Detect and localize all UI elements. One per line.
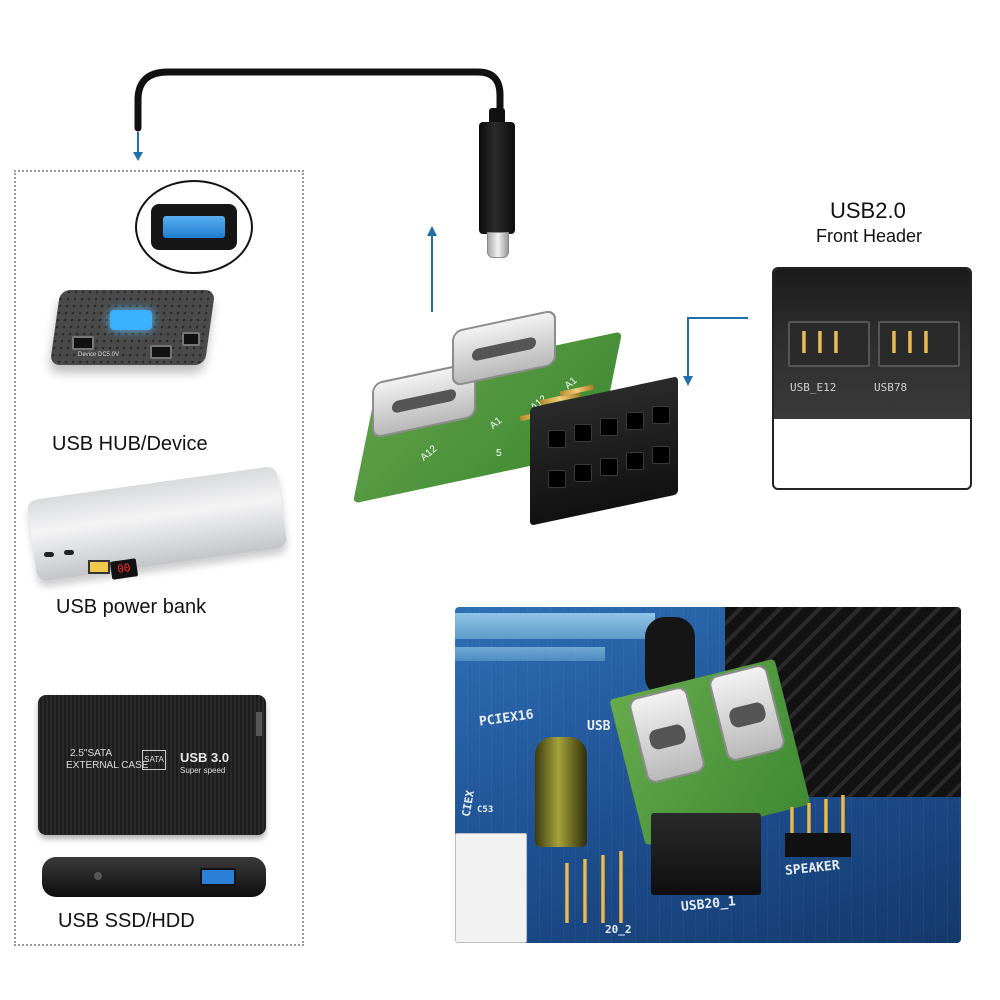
pcie-slot xyxy=(455,647,605,661)
hub-port xyxy=(182,332,200,346)
pb-port-icon xyxy=(64,550,74,555)
header-pin xyxy=(824,799,828,847)
hub-port xyxy=(72,336,94,350)
device-panel xyxy=(14,170,304,946)
usb-port-zoom-icon xyxy=(135,180,253,274)
inset-subtitle: Front Header xyxy=(816,226,923,246)
mobo-label: USB xyxy=(587,719,611,734)
header-pin xyxy=(565,863,569,923)
arrow-header-to-adapter xyxy=(683,317,748,386)
ssd-case-text: EXTERNAL CASE xyxy=(66,760,149,771)
pb-port-icon xyxy=(44,552,54,557)
pcb-label: 1 xyxy=(520,470,526,481)
arrow-adapter-to-plug xyxy=(427,226,437,312)
ssd-speed-text: Super speed xyxy=(180,766,226,775)
header-pin xyxy=(583,859,587,923)
motherboard-photo: PCIEX16 USB CIEX C53 SPEAKER USB20_1 20_… xyxy=(455,607,961,943)
header-pin xyxy=(818,331,822,353)
white-connector xyxy=(455,833,527,943)
ssd-usb3-text: USB 3.0 xyxy=(180,750,230,765)
ssd-enclosure-image xyxy=(38,695,266,835)
hub-text: Device DC5.0V xyxy=(78,352,120,358)
device-label-ssd: USB SSD/HDD xyxy=(58,910,195,932)
pcb-label: 5 xyxy=(496,448,502,459)
header-hole xyxy=(626,452,644,470)
header-pin xyxy=(841,795,845,847)
speaker-header xyxy=(785,833,851,857)
mobo-label: CIEX xyxy=(459,789,477,818)
pb-usb-port xyxy=(88,560,110,574)
header-hole xyxy=(652,406,670,424)
usb-header-left xyxy=(788,321,870,367)
header-hole xyxy=(652,446,670,464)
ssd-usb-port xyxy=(200,868,236,886)
pcie-slot xyxy=(455,613,655,639)
arrow-to-devices xyxy=(133,132,143,161)
pb-display: 00 xyxy=(109,558,139,580)
capacitor xyxy=(535,737,587,847)
usb-c-plug xyxy=(479,122,515,234)
header-hole xyxy=(626,412,644,430)
ssd-size-text: 2.5"SATA xyxy=(70,748,113,759)
header-hole xyxy=(548,430,566,448)
header-pin xyxy=(924,331,928,353)
inset-header-label: USB_E12 xyxy=(790,381,837,394)
hub-led xyxy=(110,310,152,330)
mobo-label: 20_2 xyxy=(605,923,632,936)
header-pin xyxy=(619,851,623,923)
ssd-led-icon xyxy=(94,872,102,880)
device-label-power-bank: USB power bank xyxy=(56,596,207,618)
device-label-hub: USB HUB/Device xyxy=(52,433,208,455)
usb-c-plug-tip xyxy=(487,232,509,258)
inset-title: USB2.0 xyxy=(830,198,906,223)
ssd-side-slot xyxy=(256,712,262,736)
header-pin xyxy=(908,331,912,353)
header-pin xyxy=(807,803,811,847)
sata-badge: SATA xyxy=(142,750,166,770)
header-pin xyxy=(601,855,605,923)
usb-header-right xyxy=(878,321,960,367)
header-hole xyxy=(600,458,618,476)
header-pin xyxy=(892,331,896,353)
header-hole xyxy=(600,418,618,436)
mobo-label: PCIEX16 xyxy=(478,707,535,730)
mobo-label: C53 xyxy=(477,805,494,815)
header-hole xyxy=(548,470,566,488)
installed-pin-header xyxy=(651,813,761,895)
mobo-label: SPEAKER xyxy=(784,858,841,879)
front-header-inset: USB_E12 USB78 xyxy=(772,267,972,490)
header-pin xyxy=(834,331,838,353)
pb-display-text: 00 xyxy=(116,561,132,576)
header-pin xyxy=(790,807,794,847)
usb-cable xyxy=(134,68,504,132)
header-pin xyxy=(802,331,806,353)
hub-port xyxy=(150,345,172,359)
inset-header-label: USB78 xyxy=(874,381,908,394)
header-hole xyxy=(574,424,592,442)
mobo-label: USB20_1 xyxy=(680,894,737,915)
header-hole xyxy=(574,464,592,482)
